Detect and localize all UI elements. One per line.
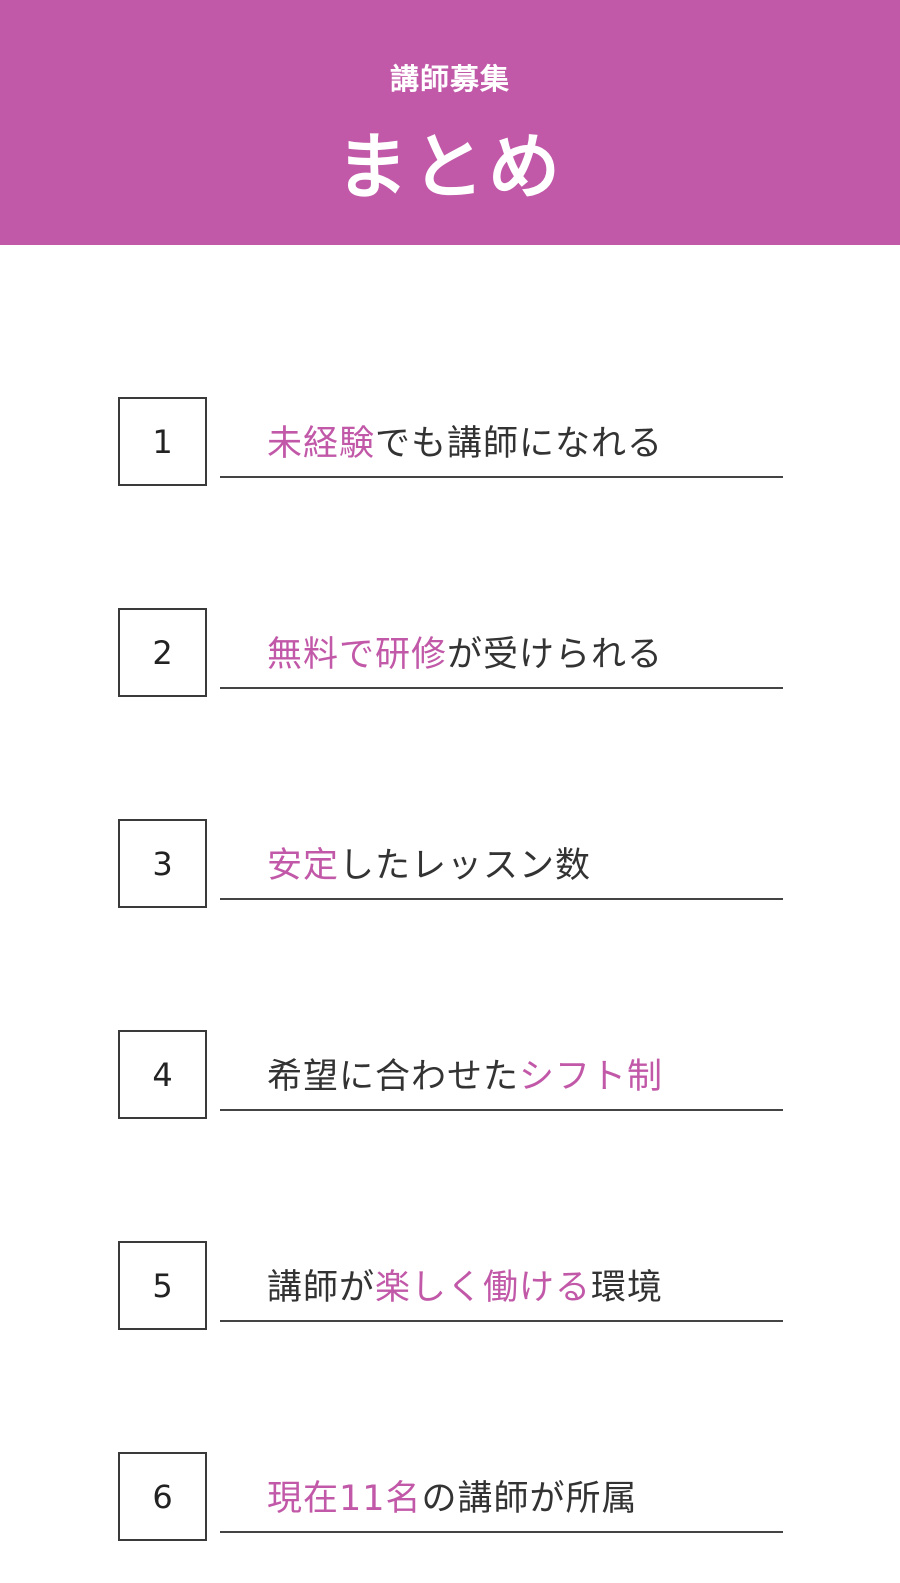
item-label: 希望に合わせたシフト制 — [267, 1048, 663, 1099]
underline-divider — [220, 476, 783, 478]
item-label: 現在11名の講師が所属 — [267, 1470, 638, 1521]
item-label: 講師が楽しく働ける環境 — [267, 1259, 663, 1310]
item-text: 環境 — [591, 1268, 664, 1308]
item-label: 未経験でも講師になれる — [267, 415, 663, 466]
header-banner: 講師募集 まとめ — [0, 0, 900, 245]
item-text: したレッスン数 — [339, 846, 592, 886]
item-number-box: 5 — [118, 1241, 207, 1330]
highlight-text: シフト制 — [519, 1057, 664, 1097]
item-text: 希望に合わせた — [267, 1057, 520, 1097]
highlight-text: 無料で研修 — [267, 635, 448, 675]
summary-item: 6 現在11名の講師が所属 — [118, 1452, 788, 1542]
item-text: 講師が — [267, 1268, 376, 1308]
item-number-box: 6 — [118, 1452, 207, 1541]
item-text: の講師が所属 — [421, 1479, 638, 1519]
page-title: まとめ — [335, 125, 564, 209]
highlight-text: 現在11名 — [267, 1479, 422, 1519]
item-number-box: 2 — [118, 608, 207, 697]
item-text: でも講師になれる — [375, 424, 664, 464]
item-number-box: 3 — [118, 819, 207, 908]
highlight-text: 楽しく働ける — [375, 1268, 592, 1308]
underline-divider — [220, 898, 783, 900]
underline-divider — [220, 687, 783, 689]
summary-item: 2 無料で研修が受けられる — [118, 608, 788, 698]
underline-divider — [220, 1531, 783, 1533]
summary-item: 1 未経験でも講師になれる — [118, 397, 788, 487]
item-number-box: 1 — [118, 397, 207, 486]
underline-divider — [220, 1320, 783, 1322]
item-text: が受けられる — [447, 635, 664, 675]
highlight-text: 未経験 — [267, 424, 376, 464]
summary-item: 4 希望に合わせたシフト制 — [118, 1030, 788, 1120]
summary-item: 3 安定したレッスン数 — [118, 819, 788, 909]
summary-item: 5 講師が楽しく働ける環境 — [118, 1241, 788, 1331]
highlight-text: 安定 — [267, 846, 340, 886]
item-number-box: 4 — [118, 1030, 207, 1119]
item-label: 安定したレッスン数 — [267, 837, 591, 888]
header-subtitle: 講師募集 — [389, 62, 510, 96]
underline-divider — [220, 1109, 783, 1111]
item-label: 無料で研修が受けられる — [267, 626, 663, 677]
